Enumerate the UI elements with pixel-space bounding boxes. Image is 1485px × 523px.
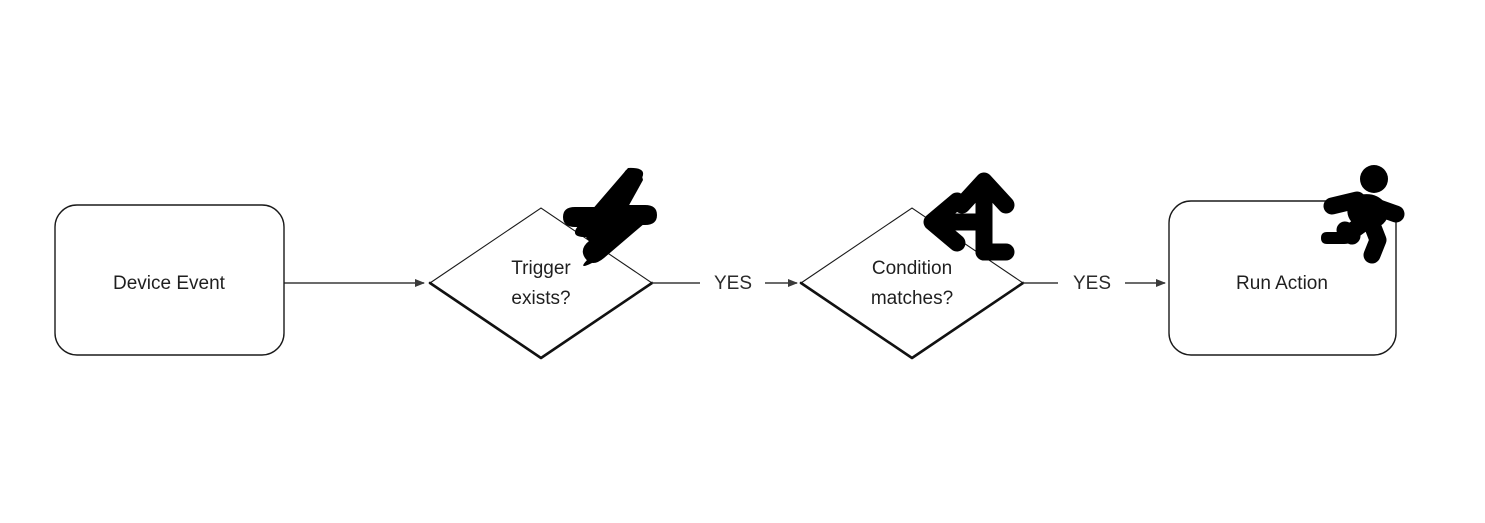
condition-matches-diamond-accent [799, 281, 1025, 360]
running-person-icon [1321, 165, 1405, 264]
edge-2-label: YES [714, 273, 752, 294]
trigger-exists-label-line1: Trigger [511, 258, 571, 279]
trigger-exists-label-line2: exists? [511, 288, 570, 309]
device-event-box[interactable] [54, 204, 285, 356]
condition-matches-label-line1: Condition [872, 258, 952, 279]
device-event-label: Device Event [113, 273, 226, 294]
run-action-label: Run Action [1236, 273, 1328, 294]
trigger-exists-diamond-accent [428, 281, 654, 360]
fork-arrow-icon [923, 172, 1015, 261]
edge-3-label: YES [1073, 273, 1111, 294]
edge-condition-to-run-action: YES [1023, 273, 1166, 294]
edge-trigger-to-condition: YES [652, 273, 798, 294]
condition-matches-label-line2: matches? [871, 288, 953, 309]
node-device-event[interactable]: Device Event [54, 204, 285, 356]
lightning-bolt-icon [563, 167, 657, 267]
node-condition-matches[interactable]: Condition matches? [799, 207, 1025, 360]
